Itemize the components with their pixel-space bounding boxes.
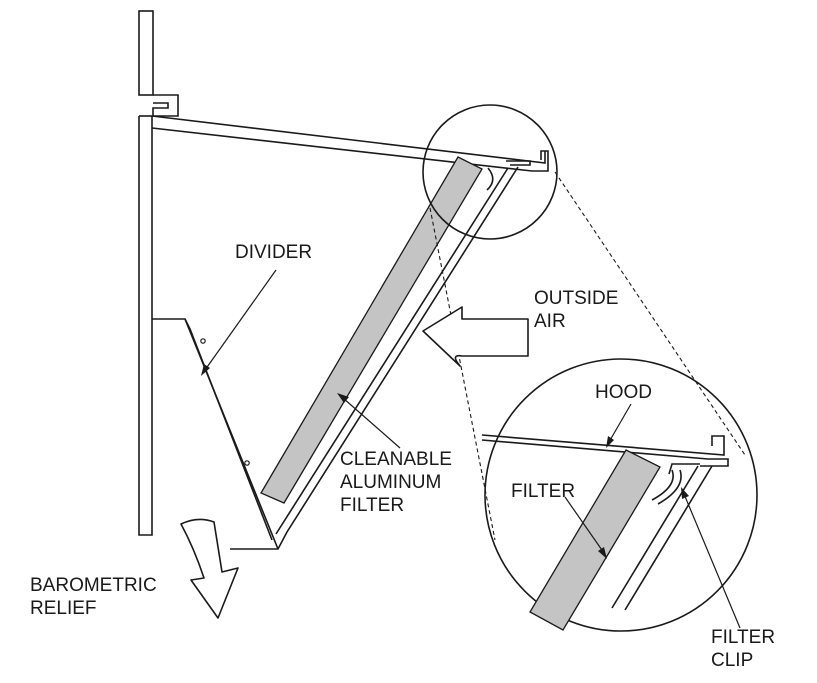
hood-top-panel (151, 115, 546, 164)
divider-rivet (200, 338, 206, 344)
filter-leader (342, 397, 401, 449)
filter-clip-small (486, 167, 494, 191)
back-wall (138, 116, 153, 536)
detail-filter-leader (564, 496, 605, 554)
label-filter-clip-line1: FILTER (711, 627, 775, 648)
outside-air-arrow (422, 306, 529, 367)
detail-circle-small (422, 104, 558, 240)
flange-hook (152, 94, 179, 117)
mounting-flange (138, 10, 154, 96)
detail-circle-outline (484, 358, 758, 632)
label-cleanable-line2: ALUMINUM (340, 472, 441, 493)
hood-leader (608, 403, 632, 443)
divider-leader (204, 269, 277, 371)
label-barometric-line2: RELIEF (30, 598, 97, 619)
cleanable-aluminum-filter (260, 156, 483, 504)
label-hood: HOOD (595, 382, 652, 403)
leader-lines (201, 269, 741, 629)
label-cleanable-line3: FILTER (340, 495, 404, 516)
divider-rivet (244, 460, 250, 466)
label-outside-air-line1: OUTSIDE (534, 288, 618, 309)
divider-plate (152, 318, 279, 550)
label-divider: DIVIDER (235, 242, 312, 263)
detail-hood-panel (481, 434, 725, 456)
projection-line (554, 171, 746, 456)
filter-clip-leader (683, 493, 741, 629)
label-filter: FILTER (511, 481, 575, 502)
hood-front-channel (230, 166, 519, 550)
label-filter-clip-line2: CLIP (711, 650, 753, 671)
projection-line (429, 207, 496, 541)
label-barometric-line1: BAROMETRIC (30, 575, 157, 596)
label-cleanable-line1: CLEANABLE (340, 449, 452, 470)
label-outside-air-line2: AIR (534, 311, 566, 332)
barometric-relief-arrow (180, 518, 239, 619)
detail-filter-clip (651, 469, 674, 501)
